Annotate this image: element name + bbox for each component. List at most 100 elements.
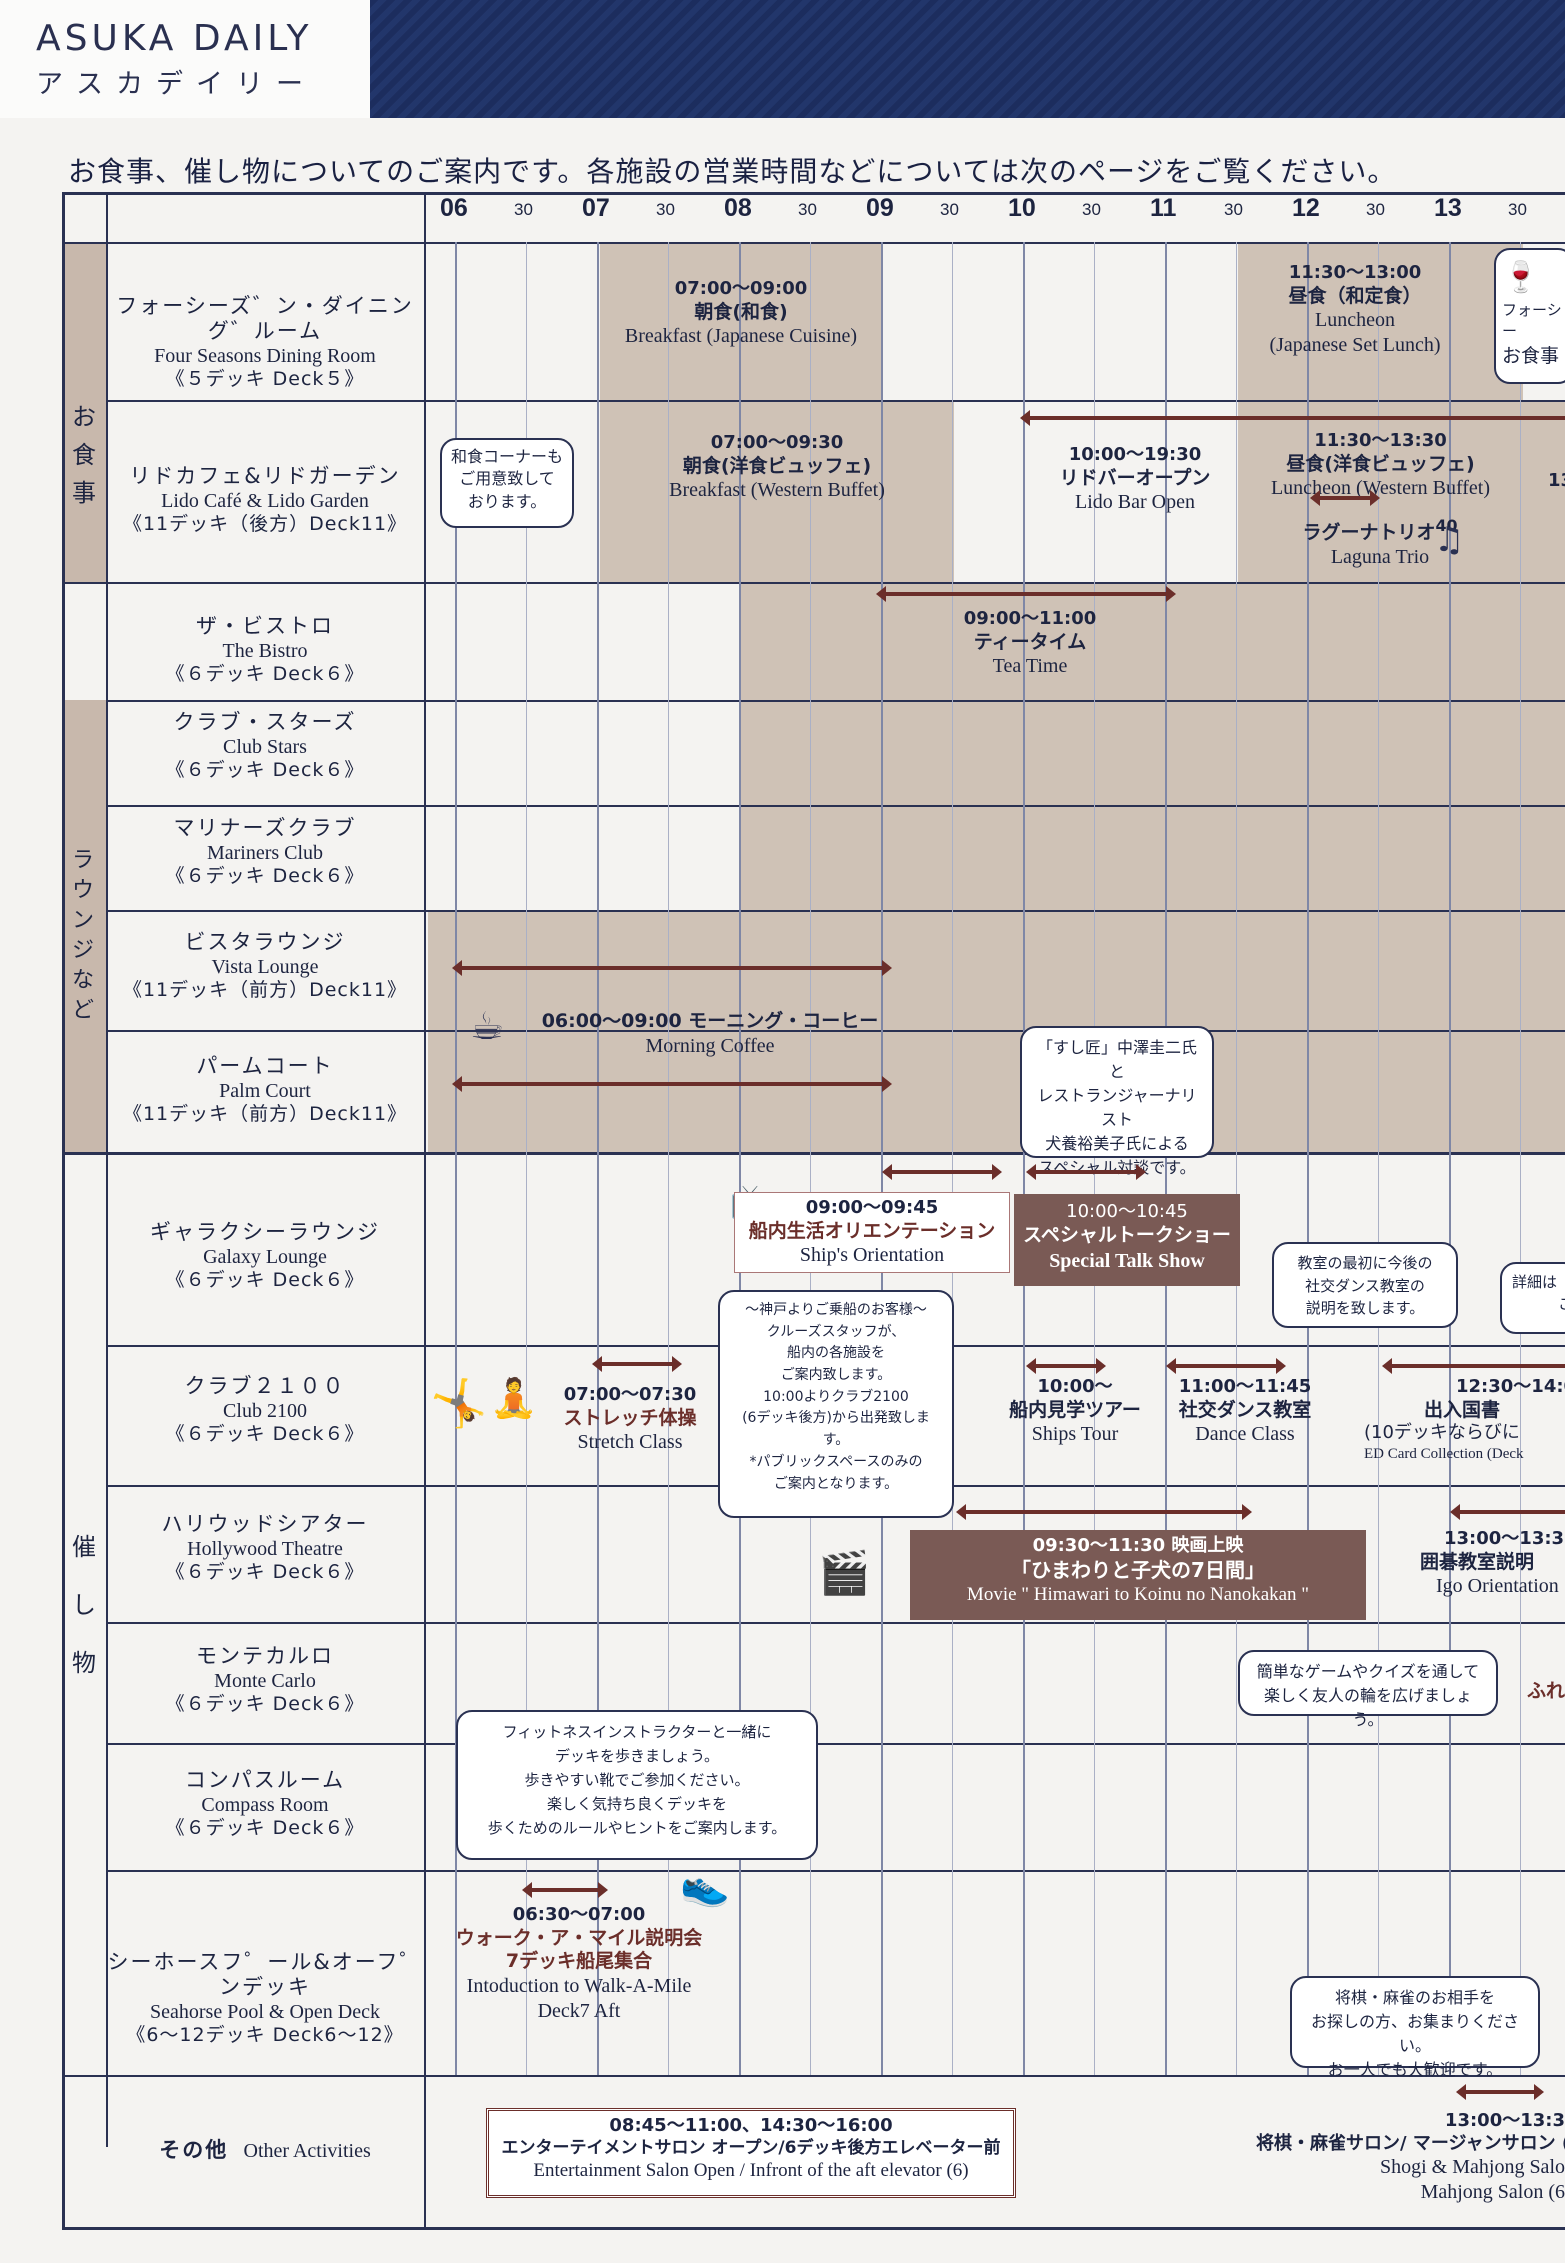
venue-en: Seahorse Pool & Open Deck xyxy=(150,2001,380,2024)
hour-label: 08 xyxy=(724,194,752,222)
event-time: 10:00～10:45 xyxy=(1066,1201,1188,1222)
venue-deck: 《６デッキ Deck６》 xyxy=(165,1269,365,1292)
event-jp: ストレッチ体操 xyxy=(563,1406,697,1429)
row-line xyxy=(106,910,1565,912)
event-jp: 船内生活オリエンテーション xyxy=(748,1219,996,1242)
shade-breakfast xyxy=(600,242,882,582)
event-time: 13:00～13:30 xyxy=(1444,1528,1565,1549)
venue-other: その他 Other Activities xyxy=(110,2138,420,2163)
shogi-arrow xyxy=(1456,2084,1544,2100)
half-label: 30 xyxy=(940,200,959,219)
event-time: 10:00～19:30 xyxy=(1068,444,1202,465)
event-time: 07:00～09:30 xyxy=(710,432,844,453)
note-line: お食事 xyxy=(1502,345,1560,367)
venue-club-2100: クラブ２１００ Club 2100 《６デッキ Deck６》 xyxy=(106,1374,424,1446)
game-bubble: 簡単なゲームやクイズを通して 楽しく友人の輪を広げましょう。 xyxy=(1238,1650,1498,1729)
ships-tour-arrow xyxy=(1026,1358,1106,1374)
venue-deck: 《6～12デッキ Deck6～12》 xyxy=(126,2024,404,2047)
talk-show-bubble: 「すし匠」中澤圭二氏と レストランジャーナリスト 犬養裕美子氏による スペシャル… xyxy=(1020,1026,1214,1177)
venue-deck: 《６デッキ Deck６》 xyxy=(165,1817,365,1840)
venue-en: Palm Court xyxy=(219,1080,311,1103)
event-time: 13 xyxy=(1548,470,1565,491)
bubble-line: 歩くためのルールやヒントをご案内します。 xyxy=(487,1819,787,1837)
laguna-arrow xyxy=(1310,490,1380,506)
stretch-arrow xyxy=(592,1356,682,1372)
row-line xyxy=(106,700,1565,702)
venue-deck: 《６デッキ Deck６》 xyxy=(165,663,365,686)
event-en: Luncheon xyxy=(1315,309,1395,332)
event-jp: スペシャルトークショー xyxy=(1023,1224,1231,1247)
hour-line xyxy=(1449,242,1451,2075)
row-line xyxy=(62,582,1565,584)
venue-en: Other Activities xyxy=(243,2140,371,2162)
bubble-line: 教室の最初に今後の xyxy=(1297,1254,1433,1272)
venue-jp: その他 xyxy=(159,2138,229,2162)
movie-arrow xyxy=(956,1504,1252,1520)
hour-line xyxy=(1165,242,1167,2075)
venue-vista: ビスタラウンジ Vista Lounge 《11デッキ（前方）Deck11》 xyxy=(106,930,424,1002)
event-en: Mahjong Salon (6 xyxy=(1420,2181,1565,2203)
shade-breakfast-west xyxy=(882,400,954,582)
bubble-line: 船内の各施設を xyxy=(787,1345,885,1362)
event-stretch: 07:00～07:30 ストレッチ体操 Stretch Class xyxy=(552,1384,708,1455)
event-en: Special Talk Show xyxy=(1049,1250,1205,1273)
venue-deck: 《６デッキ Deck６》 xyxy=(165,1693,365,1716)
event-morning-coffee: 06:00～09:00 モーニング・コーヒー Morning Coffee xyxy=(530,1010,890,1059)
event-breakfast-japanese: 07:00～09:00 朝食(和食) Breakfast (Japanese C… xyxy=(600,278,882,349)
header-banner xyxy=(370,0,1565,118)
event-en: Igo Orientation xyxy=(1436,1575,1559,1598)
category-dining: お食事 xyxy=(72,403,96,507)
bubble-line: ご案内となります。 xyxy=(773,1475,899,1492)
event-orientation: 09:00～09:45 船内生活オリエンテーション Ship's Orienta… xyxy=(734,1192,1010,1274)
half-line xyxy=(952,242,953,2075)
venue-jp: ハリウッドシアター xyxy=(161,1512,369,1536)
venue-jp: クラブ・スターズ xyxy=(173,710,357,734)
ed-card-arrow xyxy=(1382,1358,1565,1374)
bubble-line: お探しの方、お集まりください。 xyxy=(1310,2012,1519,2055)
venue-compass: コンパスルーム Compass Room 《６デッキ Deck６》 xyxy=(106,1768,424,1840)
event-en: Dance Class xyxy=(1195,1423,1295,1446)
event-time: 06:30～07:00 xyxy=(512,1904,646,1925)
event-time: 11:30～13:30 xyxy=(1314,430,1447,451)
event-lido-bar: 10:00～19:30 リドバーオープン Lido Bar Open xyxy=(1030,444,1240,515)
event-time: 09:30～11:30 映画上映 xyxy=(1032,1535,1244,1556)
event-jp: 朝食(洋食ビュッフェ) xyxy=(682,454,872,477)
event-time: 13:00～13:3 xyxy=(1444,2110,1565,2131)
header-rule xyxy=(62,242,1565,244)
event-en: Ships Tour xyxy=(1031,1423,1119,1446)
talk-show-arrow xyxy=(1026,1164,1146,1180)
venue-deck: 《６デッキ Deck６》 xyxy=(165,1423,365,1446)
venue-jp: モンテカルロ xyxy=(196,1644,334,1668)
note-line: フォーシー xyxy=(1502,300,1562,341)
hour-label: 13 xyxy=(1434,194,1462,222)
event-duration: 40 xyxy=(1435,516,1458,535)
half-label: 30 xyxy=(656,200,675,219)
venue-bistro: ザ・ビストロ The Bistro 《６デッキ Deck６》 xyxy=(106,614,424,686)
event-jp: ウォーク・ア・マイル説明会 xyxy=(455,1926,703,1949)
stretch-figure-icon: 🤸 xyxy=(430,1376,488,1430)
venue-en: Hollywood Theatre xyxy=(187,1538,343,1561)
event-time: 12:30～14:0 xyxy=(1456,1376,1565,1397)
half-line xyxy=(1094,242,1095,2075)
bubble-line: 簡単なゲームやクイズを通して xyxy=(1256,1662,1480,1681)
event-jp: 船内見学ツアー xyxy=(1009,1398,1141,1421)
venue-jp: クラブ２１００ xyxy=(184,1374,346,1398)
venue-lido: リドカフェ&リドガーデン Lido Café & Lido Garden 《11… xyxy=(106,464,424,536)
event-en: Intoduction to Walk-A-Mile xyxy=(466,1975,692,1997)
dance-arrow xyxy=(1166,1358,1286,1374)
bubble-line: スペシャル対談です。 xyxy=(1038,1158,1196,1177)
event-time: 09:00～09:45 xyxy=(805,1197,939,1218)
event-en: Movie " Himawari to Koinu no Nanokakan " xyxy=(966,1584,1310,1606)
divider-venue xyxy=(424,192,426,2230)
event-jp: (10デッキならびに xyxy=(1364,1422,1520,1444)
hour-line xyxy=(455,242,457,2075)
venue-en: Compass Room xyxy=(201,1794,329,1817)
event-time: 07:00～09:00 xyxy=(674,278,808,299)
event-entertainment-salon: 08:45～11:00、14:30～16:00 エンターテイメントサロン オープ… xyxy=(486,2108,1016,2198)
divider-category xyxy=(106,192,108,2147)
venue-en: Four Seasons Dining Room xyxy=(154,345,376,368)
event-ed-card: 12:30～14:0 出入国書 (10デッキならびに ED Card Colle… xyxy=(1364,1376,1565,1464)
bubble-line: 社交ダンス教室の xyxy=(1305,1276,1425,1295)
bubble-line: (6デッキ後方)から出発致します。 xyxy=(742,1410,930,1449)
venue-seahorse: シーホースフ゜ール&オーフ゜ンデッキ Seahorse Pool & Open … xyxy=(106,1950,424,2047)
